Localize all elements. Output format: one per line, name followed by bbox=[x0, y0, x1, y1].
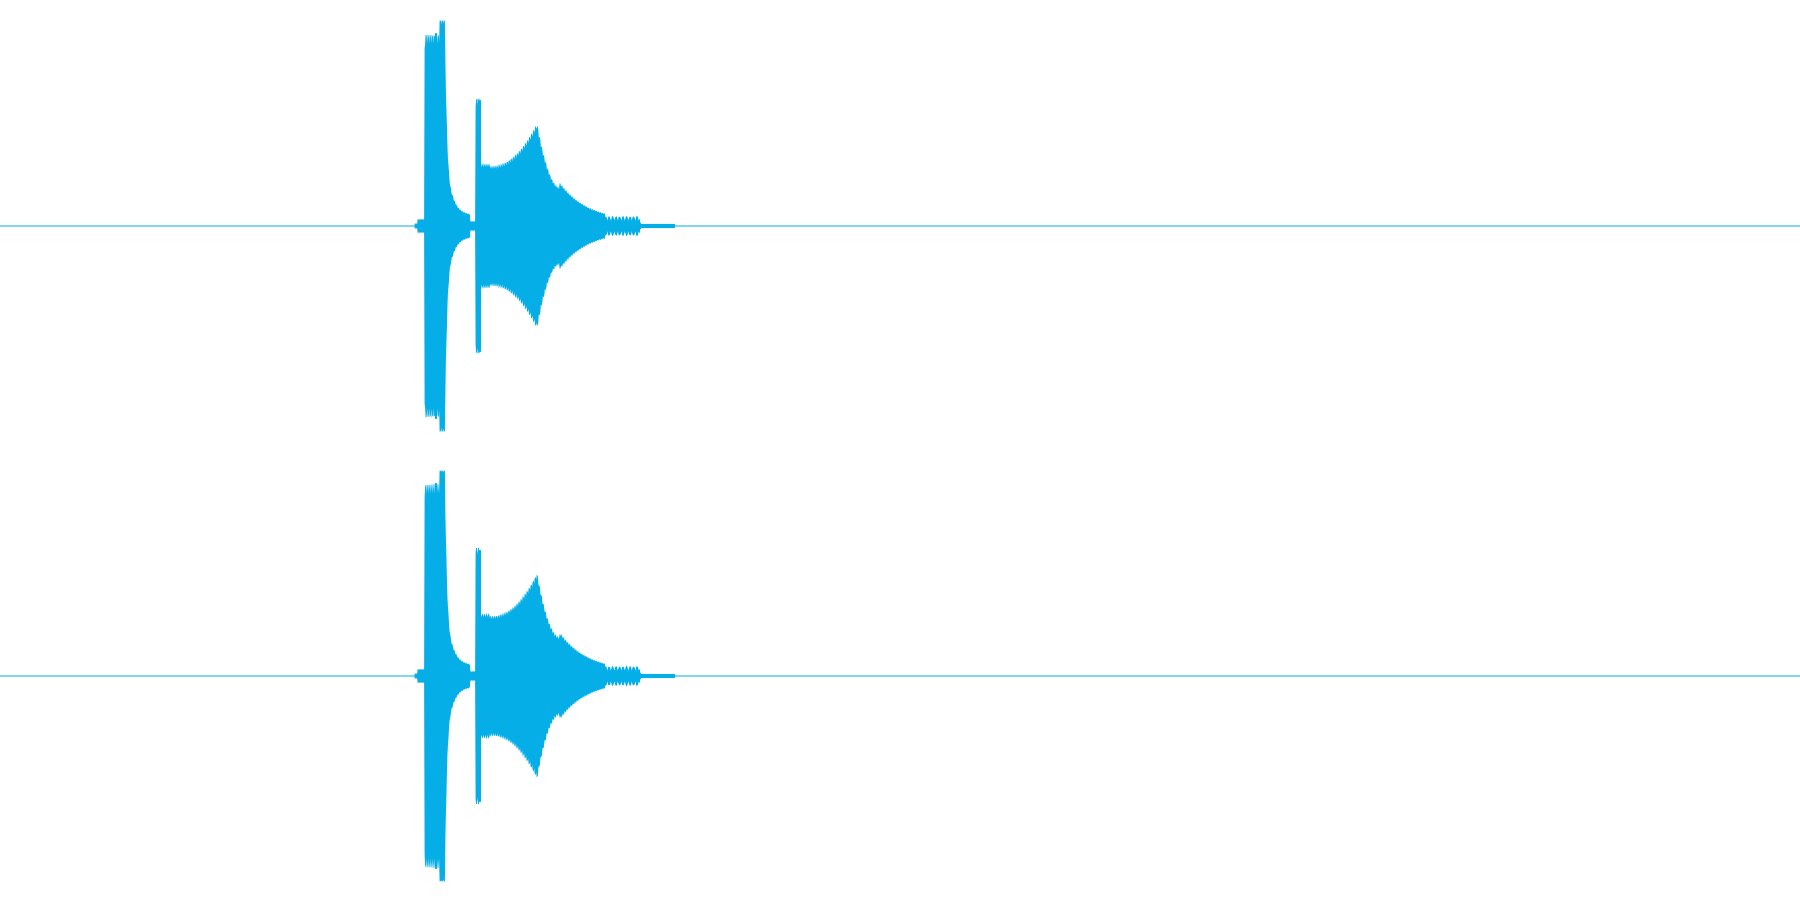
channel-2-waveform[interactable] bbox=[0, 470, 1800, 882]
tail-marker bbox=[634, 672, 642, 680]
waveform-envelope bbox=[414, 470, 680, 882]
waveform-envelope bbox=[414, 20, 680, 432]
channel-1-waveform[interactable] bbox=[0, 20, 1800, 432]
tail-marker bbox=[634, 222, 642, 230]
